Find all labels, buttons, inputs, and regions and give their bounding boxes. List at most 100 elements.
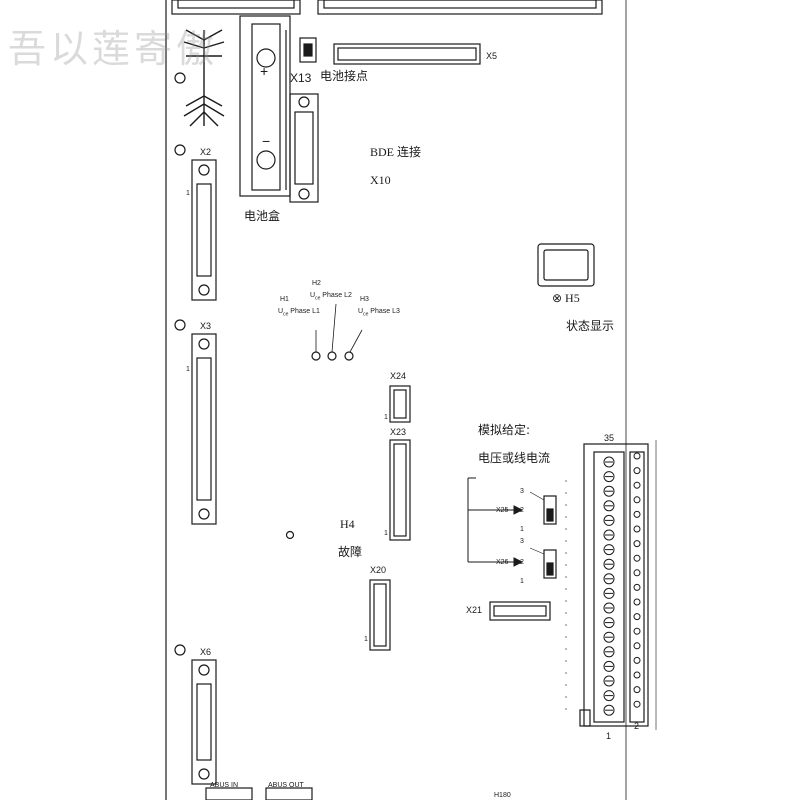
h3-phase-label: Uce Phase L3 xyxy=(358,308,400,318)
x26-pin-1: 1 xyxy=(520,578,524,585)
x20-label: X20 xyxy=(370,565,387,575)
terminal-contact xyxy=(633,583,641,591)
x3-connector xyxy=(191,333,217,525)
terminal-contact xyxy=(633,481,641,489)
terminal-screw xyxy=(603,646,615,658)
x10-bde-connector xyxy=(289,93,319,203)
terminal-screw xyxy=(603,500,615,512)
x26-pin-3: 3 xyxy=(520,538,524,545)
mount-hole xyxy=(174,72,186,84)
watermark: 吾以莲寄傲 xyxy=(8,27,219,71)
terminal-contact xyxy=(633,569,641,577)
terminal-screw xyxy=(603,485,615,497)
abus-out-label: ABUS OUT xyxy=(268,782,304,789)
x24-pin-1: 1 xyxy=(384,414,388,421)
x25-label: X25 xyxy=(496,507,509,514)
x24-label: X24 xyxy=(390,371,407,381)
x10-label: X10 xyxy=(370,173,391,187)
bde-connection-label: BDE 连接 xyxy=(370,145,422,159)
x2-pin-1: 1 xyxy=(186,190,190,197)
h3-label: H3 xyxy=(360,296,369,303)
battery-box-label: 电池盒 xyxy=(244,209,281,223)
x5-connector xyxy=(333,43,481,65)
h4-fault-led-icon xyxy=(285,530,295,540)
terminal-screw xyxy=(603,573,615,585)
terminal-contact xyxy=(633,554,641,562)
terminal-contact xyxy=(633,510,641,518)
terminal-contact xyxy=(633,656,641,664)
analog-setpoint-label: 模拟给定: xyxy=(478,423,531,437)
terminal-screws xyxy=(603,452,641,716)
x25-pin-2: 2 xyxy=(520,507,524,514)
x13-battery-contact xyxy=(299,37,317,63)
fault-label: 故障 xyxy=(338,545,363,559)
terminal-screw xyxy=(603,690,615,702)
terminal-screw xyxy=(603,558,615,570)
terminal-contact xyxy=(633,642,641,650)
battery-box xyxy=(239,15,291,197)
x25-jumper xyxy=(529,491,557,525)
terminal-2-label: 2 xyxy=(634,721,640,731)
terminal-contact xyxy=(633,700,641,708)
terminal-contact xyxy=(633,496,641,504)
h180-label: H180 xyxy=(494,792,511,799)
mount-hole xyxy=(174,644,186,656)
x13-label: X13 xyxy=(290,71,312,85)
abus-in-connector xyxy=(205,787,253,800)
top-connector-right xyxy=(317,0,603,15)
analog-setpoint-arrows xyxy=(467,477,524,567)
x25-pin-3: 3 xyxy=(520,488,524,495)
battery-minus-label: − xyxy=(262,133,271,149)
terminal-screw xyxy=(603,529,615,541)
led-h2-icon xyxy=(327,351,337,361)
h2-label: H2 xyxy=(312,280,321,287)
x5-label: X5 xyxy=(486,51,498,61)
terminal-contact xyxy=(633,686,641,694)
x23-pin-1: 1 xyxy=(384,530,388,537)
terminal-screw xyxy=(603,456,615,468)
terminal-screw xyxy=(603,602,615,614)
x6-connector xyxy=(191,659,217,785)
battery-contact-label: 电池接点 xyxy=(320,69,369,83)
x26-label: X26 xyxy=(496,559,509,566)
led-pointer-line xyxy=(349,329,363,353)
abus-out-connector xyxy=(265,787,313,800)
battery-plus-label: + xyxy=(260,63,269,79)
x23-connector xyxy=(389,439,411,541)
top-connector-left xyxy=(171,0,301,15)
x26-jumper xyxy=(529,547,557,579)
x6-label: X6 xyxy=(200,647,212,657)
terminal-screw xyxy=(603,514,615,526)
terminal-contact xyxy=(633,525,641,533)
led-pointer-line xyxy=(331,303,337,353)
status-display-label: 状态显示 xyxy=(566,319,615,333)
x2-connector xyxy=(191,159,217,301)
terminal-strip xyxy=(579,443,649,727)
x21-connector xyxy=(489,601,551,621)
terminal-contact xyxy=(633,540,641,548)
x20-connector xyxy=(369,579,391,651)
terminal-screw xyxy=(603,544,615,556)
terminal-contact xyxy=(633,613,641,621)
mount-hole xyxy=(174,319,186,331)
x25-pin-1: 1 xyxy=(520,526,524,533)
terminal-screw xyxy=(603,617,615,629)
abus-in-label: ABUS IN xyxy=(210,782,239,789)
led-h1-icon xyxy=(311,351,321,361)
terminal-screw xyxy=(603,660,615,672)
terminal-contact xyxy=(633,671,641,679)
terminal-screw xyxy=(603,587,615,599)
terminal-contact xyxy=(633,598,641,606)
led-h3-icon xyxy=(344,351,354,361)
terminal-contact xyxy=(633,452,641,460)
x24-connector xyxy=(389,385,411,423)
terminal-1-label: 1 xyxy=(606,731,612,741)
voltage-or-current-label: 电压或线电流 xyxy=(478,451,551,465)
x3-pin-1: 1 xyxy=(186,366,190,373)
x3-label: X3 xyxy=(200,321,212,331)
terminal-screw xyxy=(603,675,615,687)
x26-pin-2: 2 xyxy=(520,559,524,566)
terminal-35-label: 35 xyxy=(604,433,615,443)
mount-hole xyxy=(174,144,186,156)
heatsink-icon xyxy=(183,29,225,127)
